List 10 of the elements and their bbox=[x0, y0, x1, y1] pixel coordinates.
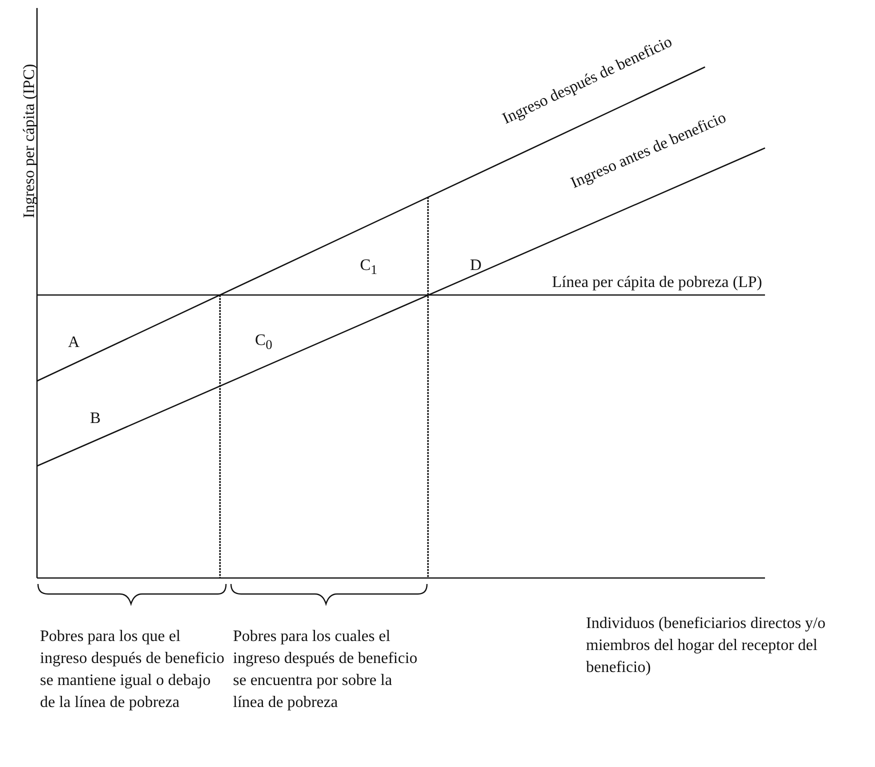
region-label: A bbox=[68, 333, 80, 353]
axis-label: Individuos (beneficiarios directos y/o miembros del hogar del receptor del beneficio) bbox=[586, 614, 826, 678]
bracket-note: Pobres para los que el ingreso después de beneficio se mantiene igual o debajo de la línea de pobreza bbox=[40, 627, 225, 713]
line-label: Línea per cápita de pobreza (LP) bbox=[552, 273, 762, 293]
region-label: B bbox=[90, 409, 101, 429]
axis-label: Ingreso per cápita (IPC) bbox=[20, 62, 39, 220]
region-label: C$_{1}$ bbox=[360, 256, 378, 280]
region-label: D bbox=[470, 256, 482, 276]
bracket-note: Pobres para los cuales el ingreso después de beneficio se encuentra por sobre la línea de pobreza bbox=[233, 627, 418, 713]
region-label: C$_{0}$ bbox=[255, 331, 272, 354]
